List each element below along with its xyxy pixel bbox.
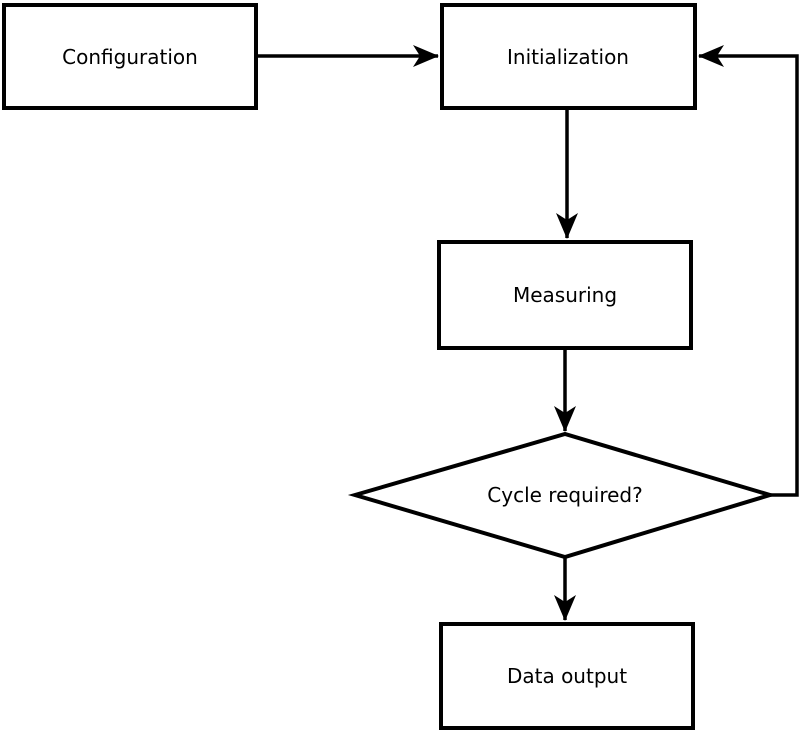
node-measuring: Measuring xyxy=(437,240,693,350)
cycle-required-label: Cycle required? xyxy=(487,483,642,507)
data-output-label: Data output xyxy=(507,664,627,688)
initialization-label: Initialization xyxy=(507,45,629,69)
initialization-box xyxy=(440,3,697,110)
edge-cycle-required-to-initialization-feedback xyxy=(698,45,799,497)
configuration-label: Configuration xyxy=(62,45,198,69)
node-data-output: Data output xyxy=(439,622,695,730)
node-cycle-required: Cycle required? xyxy=(347,431,777,560)
node-initialization: Initialization xyxy=(440,3,697,110)
measuring-label: Measuring xyxy=(513,283,617,307)
edges-layer xyxy=(258,45,799,621)
cycle-required-diamond xyxy=(347,431,777,560)
data-output-box xyxy=(439,622,695,730)
node-configuration: Configuration xyxy=(2,3,258,110)
measuring-box xyxy=(437,240,693,350)
configuration-box xyxy=(2,3,258,110)
